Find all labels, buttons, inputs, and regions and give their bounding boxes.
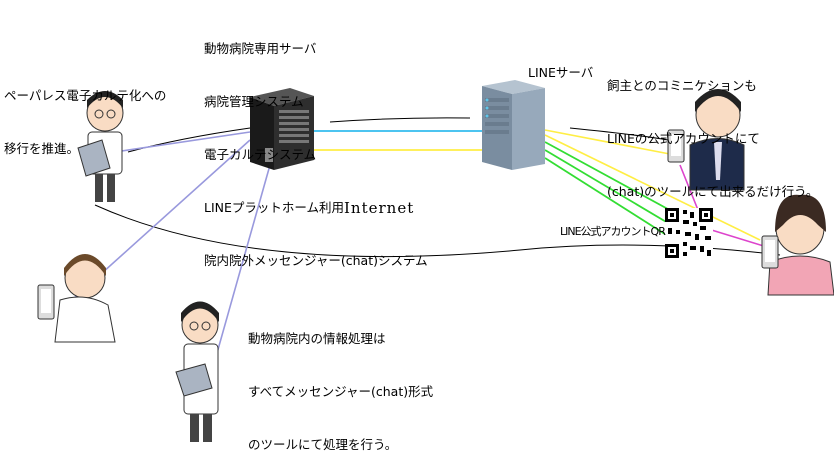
paperless-note: ペーパレス電子カルテ化への 移行を推進。 [4,50,166,175]
server-desc-line: 院内院外メッセンジャー(chat)システム [204,253,428,268]
link-server-doctor1 [107,131,251,154]
link-line-owner-man [544,129,676,156]
hospital-server-icon [250,88,314,170]
internet-arc-right [569,127,669,141]
server-desc-line: 病院管理システム [204,94,304,109]
paperless-note-line: ペーパレス電子カルテ化への [4,88,167,103]
owner-note-line: LINEの公式アカウントにて [607,131,760,146]
inside-note-line: 動物病院内の情報処理は [248,331,386,346]
doctor-with-tablet-icon [77,91,124,202]
hospital-server-description: 動物病院専用サーバ 病院管理システム 電子カルテシステム LINEプラットホーム… [204,3,428,287]
owner-note-line: (chat)のツールにて出来るだけ行う。 [607,184,819,199]
doctor-with-tablet-icon [175,301,219,442]
line-server-icon [482,80,545,170]
diagram-canvas [37,80,834,442]
paperless-note-line: 移行を推進。 [4,141,80,156]
owner-woman-with-phone-icon [761,194,834,296]
qr-code-label: LINE公式アカウントQR [560,225,666,238]
line-server-label: LINEサーバ [528,65,594,80]
server-desc-line: 動物病院専用サーバ [204,41,317,56]
owner-note-line: 飼主とのコミニケションも [607,78,757,93]
server-desc-line: LINEプラットホーム利用 [204,200,345,215]
nurse-with-phone-icon [37,254,116,343]
qr-code-icon [665,208,713,258]
inside-note-line: のツールにて処理を行う。 [248,437,398,452]
internet-label: Internet [344,199,415,217]
owner-man-with-phone-icon [667,89,745,191]
internet-arc-mid [329,117,471,123]
link-qr-woman-magenta [704,227,771,249]
link-line-owner-woman-yellow [544,134,761,241]
inside-note-line: すべてメッセンジャー(chat)形式 [248,384,434,399]
in-hospital-note: 動物病院内の情報処理は すべてメッセンジャー(chat)形式 のツールにて処理を… [248,293,433,471]
owner-communication-note: 飼主とのコミニケションも LINEの公式アカウントにて (chat)のツールにて… [607,40,818,218]
server-desc-line: 電子カルテシステム [204,147,317,162]
